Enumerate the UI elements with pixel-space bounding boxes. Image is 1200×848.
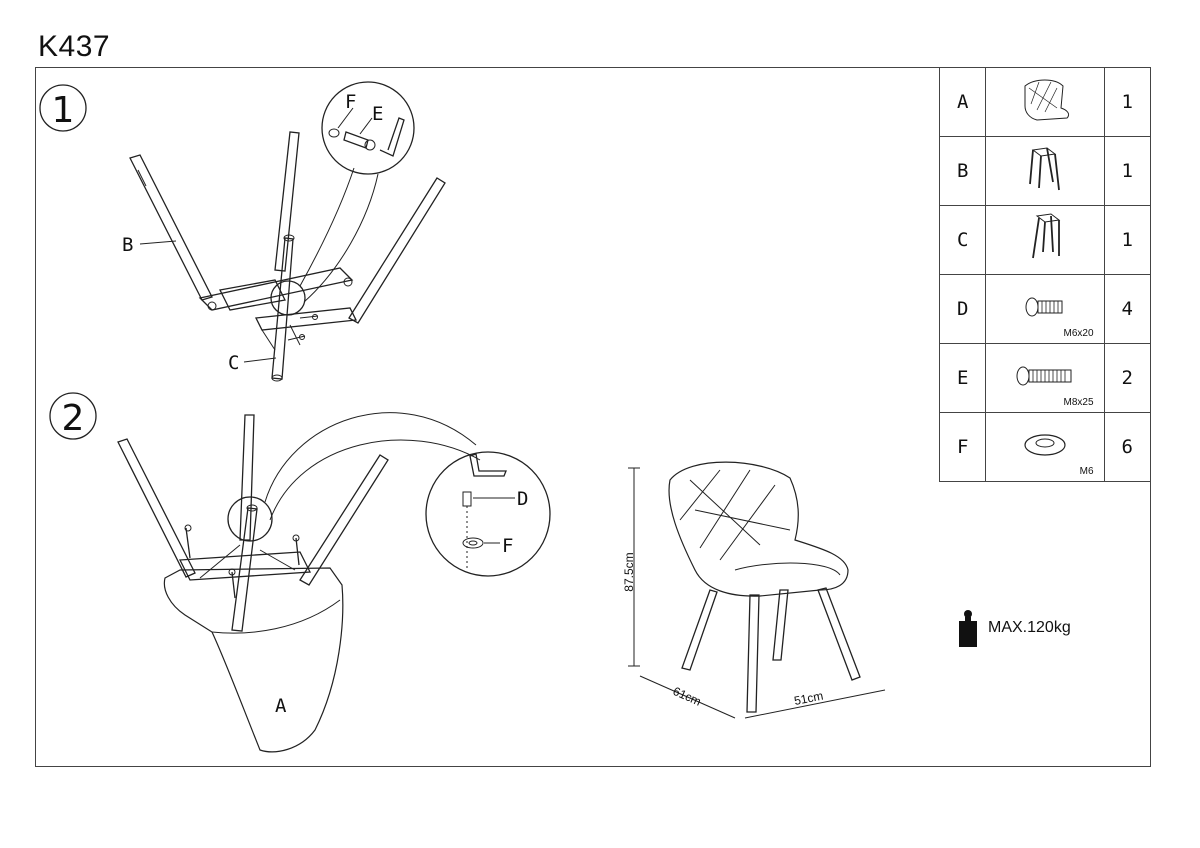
step-2: 2 A D F bbox=[49, 392, 551, 753]
dimension-width: 51cm bbox=[793, 689, 824, 708]
part-letter: F bbox=[938, 412, 987, 482]
part-letter: E bbox=[938, 343, 987, 413]
washer-f-detail-2 bbox=[462, 537, 484, 549]
part-spec: M8x25 bbox=[1063, 397, 1094, 408]
part-spec: M6x20 bbox=[1063, 328, 1094, 339]
long-bolt-icon bbox=[1015, 366, 1075, 392]
part-letter: C bbox=[938, 205, 987, 275]
step-1-circle bbox=[39, 84, 87, 132]
diagram-frame bbox=[35, 67, 1151, 767]
part-quantity: 1 bbox=[1103, 205, 1152, 275]
parts-row: F M6 6 bbox=[938, 412, 1152, 482]
step-1-detail-circle bbox=[321, 81, 415, 175]
step-2-number: 2 bbox=[62, 398, 85, 439]
part-illustration bbox=[985, 67, 1105, 137]
dimension-height: 87.5cm bbox=[622, 552, 636, 591]
seat-a bbox=[163, 567, 344, 753]
label-d-step2: D bbox=[517, 488, 528, 510]
part-illustration: M6 bbox=[985, 412, 1105, 482]
part-quantity: 6 bbox=[1103, 412, 1152, 482]
max-load-text: MAX.120kg bbox=[988, 619, 1071, 636]
chair-shell bbox=[668, 461, 849, 597]
washer-icon bbox=[1022, 433, 1068, 462]
step-2-detail-circle bbox=[425, 451, 551, 577]
max-load: MAX.120kg bbox=[958, 608, 1071, 648]
parts-row: E M8x25 2 bbox=[938, 343, 1152, 413]
part-illustration bbox=[985, 136, 1105, 206]
step-2-detail-marker bbox=[227, 496, 273, 542]
part-illustration: M8x25 bbox=[985, 343, 1105, 413]
front-leg-frame-icon bbox=[1025, 146, 1065, 198]
part-illustration bbox=[985, 205, 1105, 275]
label-b: B bbox=[122, 234, 133, 256]
part-quantity: 4 bbox=[1103, 274, 1152, 344]
part-quantity: 1 bbox=[1103, 136, 1152, 206]
leg-frame-b bbox=[129, 131, 354, 311]
bolt-d-detail bbox=[462, 491, 472, 507]
dimension-depth: 61cm bbox=[671, 684, 704, 709]
step-1-detail-marker bbox=[270, 280, 306, 316]
step-2-circle bbox=[49, 392, 97, 440]
part-letter: D bbox=[938, 274, 987, 344]
part-quantity: 2 bbox=[1103, 343, 1152, 413]
seat-shell-icon bbox=[1017, 79, 1073, 126]
leg-frame-c bbox=[254, 177, 446, 382]
label-f-step1: F bbox=[345, 91, 356, 113]
allen-key-detail bbox=[379, 117, 405, 157]
rear-leg-frame-icon bbox=[1025, 212, 1065, 268]
part-letter: B bbox=[938, 136, 987, 206]
step-1: 1 bbox=[39, 81, 446, 382]
washer-f-detail bbox=[328, 128, 340, 138]
parts-row: D M6x20 4 bbox=[938, 274, 1152, 344]
assembled-chair: 87.5cm 61cm 51cm bbox=[622, 461, 886, 719]
part-letter: A bbox=[938, 67, 987, 137]
label-c: C bbox=[228, 352, 239, 374]
label-f-step2: F bbox=[502, 535, 513, 557]
label-e-step1: E bbox=[372, 103, 383, 125]
document-title: K437 bbox=[38, 30, 111, 63]
label-a: A bbox=[275, 695, 287, 717]
allen-key-detail-2 bbox=[469, 453, 507, 477]
part-illustration: M6x20 bbox=[985, 274, 1105, 344]
part-spec: M6 bbox=[1079, 466, 1094, 477]
bolt-e-detail bbox=[343, 131, 369, 149]
short-bolt-icon bbox=[1024, 297, 1066, 323]
part-quantity: 1 bbox=[1103, 67, 1152, 137]
weight-icon bbox=[959, 610, 977, 647]
step-1-number: 1 bbox=[52, 90, 75, 131]
